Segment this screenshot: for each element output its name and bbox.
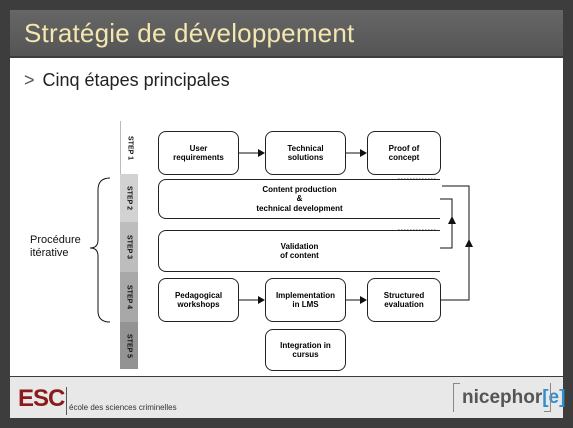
- slide-content: > Cinq étapes principales: [10, 58, 563, 376]
- box-pedagogical-workshops: Pedagogical workshops: [158, 278, 239, 322]
- box-technical-solutions: Technical solutions: [265, 131, 346, 175]
- box-integration-cursus: Integration in cursus: [265, 329, 346, 371]
- slide-title: Stratégie de développement: [24, 18, 355, 48]
- step-4: STEP 4: [120, 272, 138, 322]
- box-implementation-lms: Implementation in LMS: [265, 278, 346, 322]
- box-proof-of-concept: Proof of concept: [367, 131, 441, 175]
- step-1: STEP 1: [120, 121, 139, 174]
- step-2: STEP 2: [120, 174, 138, 222]
- step-2-label: STEP 2: [125, 186, 133, 210]
- title-bar: Stratégie de développement: [10, 10, 563, 56]
- step-3-label: STEP 3: [125, 235, 133, 259]
- box-validation: Validation of content: [158, 230, 440, 272]
- bullet-marker: >: [24, 70, 35, 90]
- slide-subtitle: Cinq étapes principales: [42, 70, 230, 90]
- subtitle-line: > Cinq étapes principales: [24, 70, 230, 91]
- outer-feedback-loop: [438, 185, 470, 301]
- arrowhead-1: [258, 149, 265, 157]
- nicephor-e: [e]: [542, 387, 566, 408]
- box-structured-evaluation: Structured evaluation: [367, 278, 441, 322]
- step-4-label: STEP 4: [125, 285, 133, 309]
- nicephor-logo: nicephor[e]: [453, 383, 565, 413]
- steps-column: STEP 1 STEP 2 STEP 3 STEP 4 STEP 5: [120, 121, 139, 369]
- bracket-left-icon: [453, 383, 460, 412]
- arrowhead-2: [360, 149, 367, 157]
- arrowhead-4: [360, 296, 367, 304]
- outer-feedback-arrowhead: [465, 239, 473, 247]
- step-5-label: STEP 5: [125, 333, 133, 358]
- bracket-right-icon: [544, 383, 551, 412]
- nicephor-wordmark: nicephor[e]: [462, 387, 565, 409]
- iterative-brace: [89, 177, 111, 323]
- box-content-production: Content production & technical developme…: [158, 179, 440, 219]
- step-1-label: STEP 1: [126, 135, 134, 160]
- nicephor-text: nicephor: [462, 387, 543, 408]
- arrowhead-3: [258, 296, 265, 304]
- footer-bar: ESC école des sciences criminelles nicep…: [10, 377, 565, 418]
- box-user-requirements: User requirements: [158, 131, 239, 175]
- esc-subtitle: école des sciences criminelles: [69, 403, 177, 412]
- inner-feedback-arrowhead: [448, 216, 456, 224]
- esc-logo: ESC: [18, 385, 65, 412]
- step-5: STEP 5: [120, 322, 138, 369]
- procedure-label: Procédure itérative: [30, 234, 81, 259]
- esc-divider: [66, 387, 67, 415]
- step-3: STEP 3: [120, 222, 138, 272]
